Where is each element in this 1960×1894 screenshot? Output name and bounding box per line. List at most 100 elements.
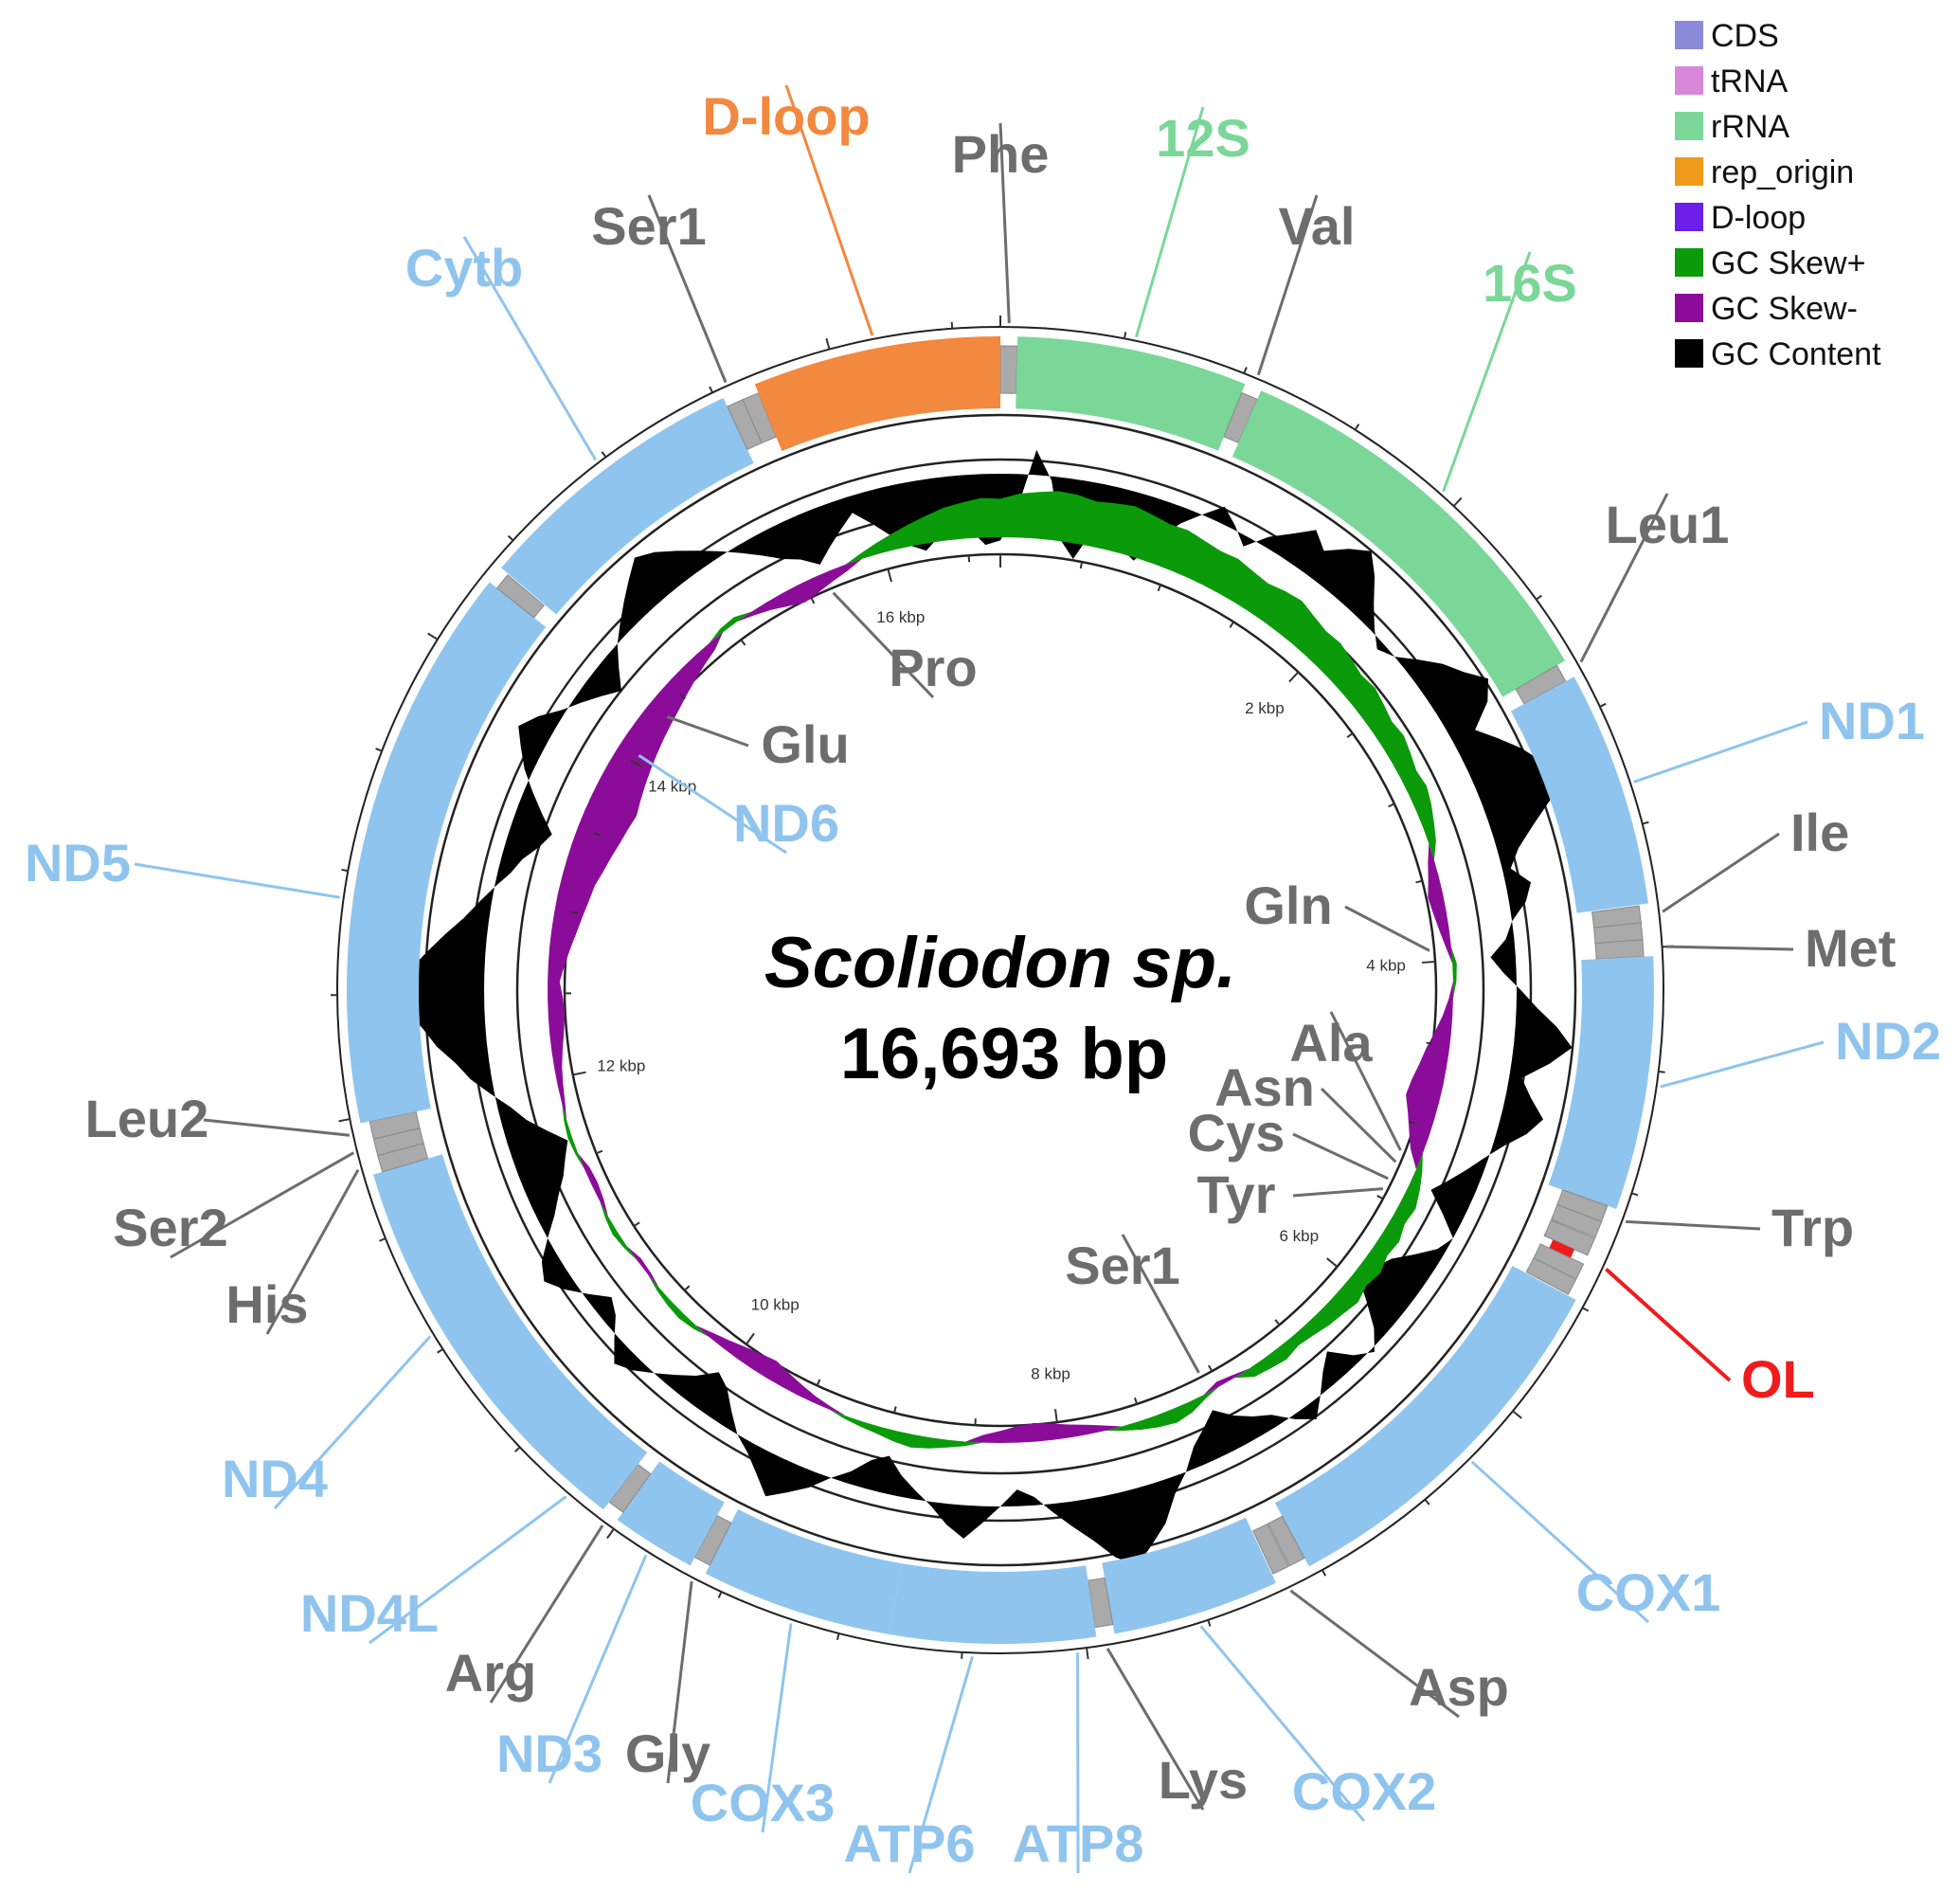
- feature-leu1-2770: [1515, 664, 1567, 705]
- feature-phe-0: [999, 345, 1018, 394]
- legend-swatch: [1675, 294, 1703, 322]
- outer-tick-7000: [1321, 1569, 1327, 1577]
- label-nd6: ND6: [733, 793, 839, 853]
- map-title: Scoliodon sp.: [764, 923, 1236, 1003]
- inner-tick-3000: [1388, 803, 1395, 808]
- outer-tick-10000: [606, 1528, 615, 1540]
- feature-nd4-10375: [373, 1154, 599, 1463]
- label-arg: Arg: [445, 1643, 536, 1703]
- legend-swatch: [1675, 112, 1703, 140]
- label-phe: Phe: [952, 124, 1050, 184]
- feature-atp6-8115: [889, 1563, 1058, 1644]
- inner-tick-1000: [1157, 584, 1162, 592]
- legend-swatch: [1675, 248, 1703, 277]
- label-nd5: ND5: [25, 833, 131, 893]
- feature-12s-70: [1016, 336, 1246, 451]
- feature-cox2-7190: [1102, 1517, 1276, 1634]
- scale-tick-label: 2 kbp: [1245, 699, 1285, 717]
- leader-ol: [1605, 1268, 1732, 1382]
- inner-tick-6000: [1326, 1257, 1339, 1268]
- outer-tick-8000: [1086, 1647, 1089, 1660]
- label-ala: Ala: [1289, 1013, 1373, 1073]
- label-d-loop: D-loop: [702, 86, 870, 146]
- leader-nd4l: [369, 1495, 567, 1645]
- feature-d-loop-15670: [754, 336, 1000, 451]
- label-nd4: ND4: [222, 1449, 328, 1508]
- outer-tick-1000: [1243, 367, 1248, 374]
- feature-tyr-5410: [1525, 1257, 1577, 1295]
- inner-tick-9000: [893, 1406, 897, 1414]
- outer-tick-3500: [1642, 821, 1649, 825]
- inner-tick-4500: [1426, 1041, 1433, 1045]
- inner-tick-16500: [967, 555, 971, 563]
- feature-atp8-7955: [1050, 1565, 1097, 1642]
- feature-track: [347, 336, 1655, 1644]
- outer-tick-15000: [601, 451, 607, 458]
- feature-nd2-4035: [1548, 956, 1655, 1209]
- leader-val: [1256, 194, 1319, 376]
- outer-tick-7500: [1207, 1619, 1212, 1627]
- label-nd4l: ND4L: [300, 1583, 439, 1643]
- scale-tick-label: 16 kbp: [876, 608, 925, 626]
- leader-glu: [666, 714, 749, 748]
- legend-swatch: [1675, 157, 1703, 186]
- outer-tick-6500: [1424, 1498, 1430, 1506]
- legend-label: CDS: [1711, 18, 1779, 54]
- leader-gln: [1344, 905, 1430, 952]
- inner-tick-7500: [1133, 1397, 1139, 1405]
- legend-swatch: [1675, 66, 1703, 95]
- leader-cytb: [462, 236, 597, 461]
- inner-tick-9500: [816, 1379, 821, 1386]
- feature-ser1-7040: [1268, 1515, 1305, 1567]
- inner-tick-6500: [1274, 1319, 1281, 1326]
- label-pro: Pro: [889, 638, 977, 697]
- label-nd1: ND1: [1819, 691, 1925, 750]
- outer-tick-2000: [1452, 496, 1463, 507]
- outer-tick-12000: [338, 1118, 351, 1123]
- label-ser1-top: Ser1: [591, 196, 706, 256]
- leader-cox1: [1470, 1460, 1650, 1624]
- inner-tick-13500: [593, 832, 601, 837]
- leader-tyr: [1292, 1187, 1384, 1198]
- outer-tick-14000: [427, 632, 439, 640]
- leader-ile: [1662, 832, 1780, 913]
- leader-ser1-top: [647, 194, 728, 384]
- inner-tick-14500: [679, 694, 686, 700]
- inner-tick-2000: [1288, 671, 1300, 683]
- label-ser2: Ser2: [113, 1198, 227, 1257]
- label-tyr: Tyr: [1197, 1164, 1276, 1224]
- label-ile: Ile: [1790, 803, 1849, 862]
- inner-tick-10500: [683, 1285, 691, 1291]
- feature-nd6-13790: [420, 582, 547, 723]
- feature-ala-5150: [1551, 1203, 1603, 1238]
- feature-cox3-8800: [705, 1508, 902, 1634]
- scale-tick-label: 14 kbp: [648, 777, 696, 795]
- label-atp6: ATP6: [844, 1813, 976, 1873]
- label-nd3: ND3: [496, 1723, 602, 1783]
- feature-nd3-9660: [617, 1461, 725, 1566]
- leader-nd2: [1660, 1040, 1825, 1089]
- leader-leu1: [1579, 493, 1669, 663]
- inner-tick-15000: [740, 639, 746, 646]
- inner-tick-7000: [1208, 1364, 1214, 1372]
- outer-tick-9500: [717, 1591, 723, 1598]
- label-val: Val: [1279, 196, 1356, 256]
- outer-tick-16000: [825, 337, 831, 350]
- scale-tick-label: 12 kbp: [597, 1056, 645, 1074]
- inner-tick-2500: [1346, 732, 1354, 738]
- leader-lys: [1106, 1648, 1205, 1811]
- inner-tick-5000: [1408, 1120, 1416, 1125]
- feature-16s-1090: [1232, 390, 1565, 697]
- leader-cox2: [1199, 1625, 1366, 1822]
- label-atp8: ATP8: [1013, 1813, 1144, 1873]
- label-gly: Gly: [625, 1723, 710, 1783]
- leader-d-loop: [784, 84, 874, 336]
- legend-label: rRNA: [1711, 109, 1789, 145]
- outer-tick-5000: [1631, 1192, 1639, 1197]
- outer-tick-15500: [709, 386, 714, 393]
- feature-gly-9590: [693, 1514, 732, 1566]
- legend-label: GC Content: [1711, 336, 1881, 372]
- leader-nd1: [1633, 720, 1808, 784]
